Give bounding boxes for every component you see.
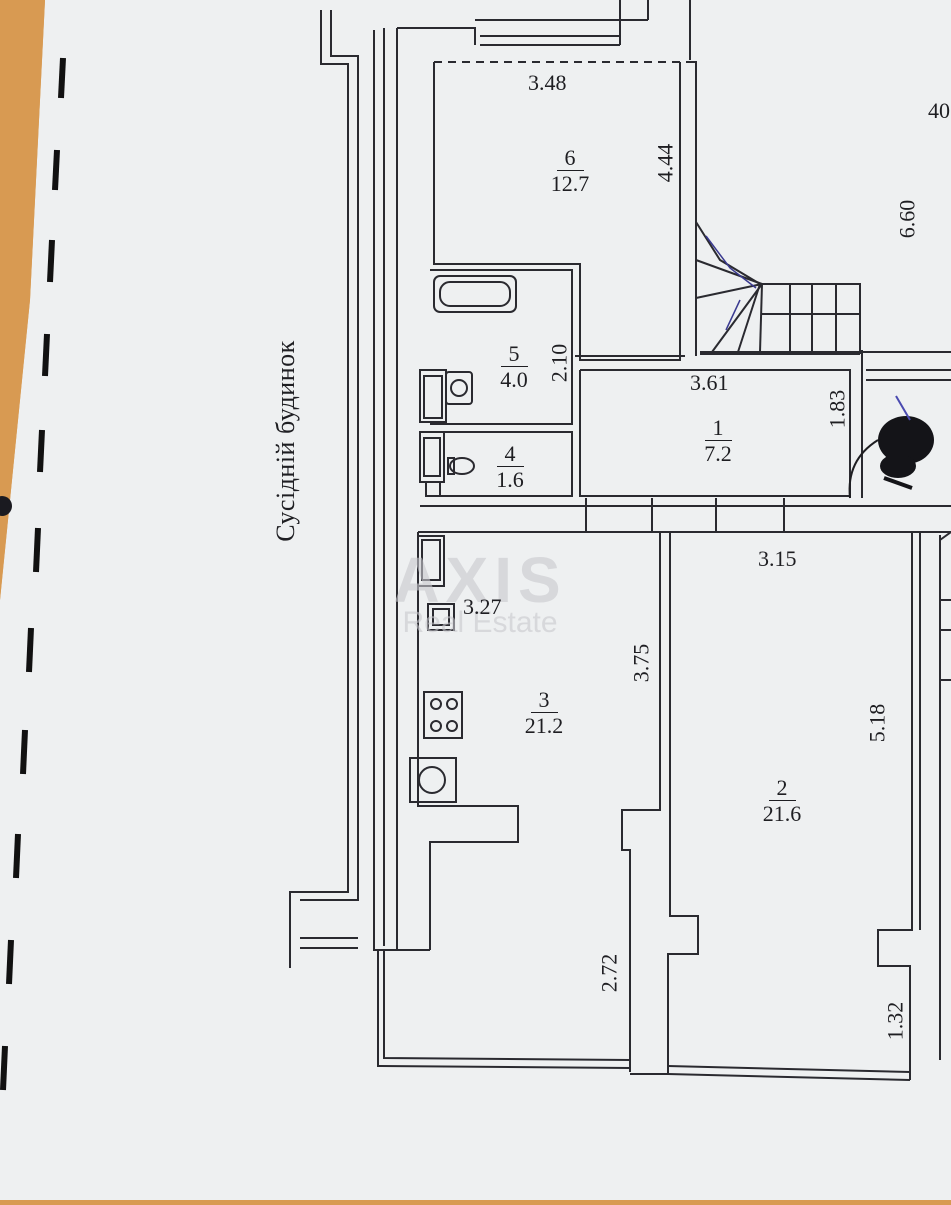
- watermark: AXIS Real Estate: [375, 548, 585, 638]
- room-4-area: 1.6: [496, 467, 524, 493]
- dim-3-75: 3.75: [628, 643, 654, 683]
- neighbor-building-label: Сусідній будинок: [271, 340, 300, 542]
- room-2-area: 21.6: [762, 801, 802, 827]
- binder-pin: [0, 496, 12, 516]
- dim-40: 40: [928, 98, 950, 123]
- room-5-area: 4.0: [500, 367, 528, 393]
- room-3-label: 3 21.2: [514, 688, 574, 737]
- dim-1-83: 1.83: [824, 389, 850, 429]
- room-1-number: 1: [704, 416, 732, 442]
- scribble-mark: [848, 395, 934, 499]
- room-3-area: 21.2: [524, 713, 564, 739]
- room-6-label: 6 12.7: [540, 146, 600, 195]
- dim-2-72: 2.72: [596, 953, 622, 993]
- stair-arrows: [705, 235, 757, 331]
- desk-edge: [0, 0, 45, 600]
- room-4-label: 4 1.6: [480, 442, 540, 491]
- room-4-number: 4: [496, 442, 524, 468]
- walls: [289, 0, 951, 1081]
- watermark-brand: AXIS: [393, 544, 567, 616]
- room-2-label: 2 21.6: [752, 776, 812, 825]
- cut-line: [0, 57, 66, 1091]
- dim-5-18: 5.18: [864, 703, 890, 743]
- room-5-number: 5: [500, 342, 528, 368]
- dim-3-15: 3.15: [758, 546, 797, 571]
- room-6-number: 6: [556, 146, 584, 172]
- dim-4-44: 4.44: [652, 143, 678, 183]
- room-2-number: 2: [768, 776, 796, 802]
- dim-3-27: 3.27: [463, 594, 502, 619]
- room-3-number: 3: [530, 688, 558, 714]
- dim-2-10: 2.10: [546, 343, 572, 383]
- room-6-area: 12.7: [550, 171, 590, 197]
- room-1-label: 1 7.2: [688, 416, 748, 465]
- dim-6-60: 6.60: [894, 199, 920, 239]
- dim-1-32: 1.32: [882, 1001, 908, 1041]
- dim-3-48: 3.48: [528, 70, 567, 95]
- room-1-area: 7.2: [704, 441, 732, 467]
- watermark-sub: Real Estate: [402, 606, 558, 639]
- room-5-label: 5 4.0: [484, 342, 544, 391]
- dim-3-61: 3.61: [690, 370, 729, 395]
